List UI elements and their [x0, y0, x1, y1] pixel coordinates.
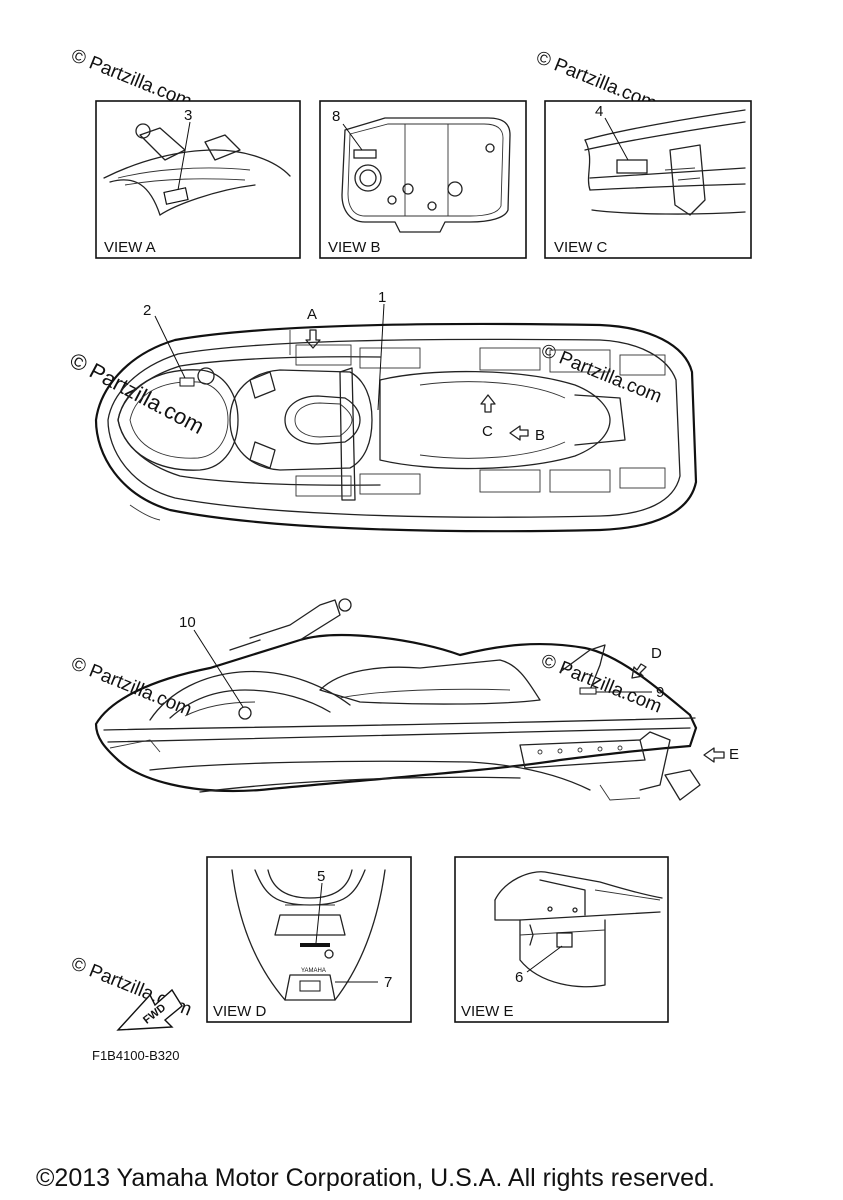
view-b-label: VIEW B	[328, 239, 381, 256]
callout-9: 9	[656, 684, 664, 701]
marker-c: C	[482, 423, 493, 440]
yamaha-badge: YAMAHA	[301, 968, 326, 974]
callout-1: 1	[378, 289, 386, 306]
callout-2: 2	[143, 302, 151, 319]
arrow-e-icon	[703, 747, 725, 763]
marker-a: A	[307, 306, 317, 323]
label-3-decal	[163, 187, 189, 205]
callout-6: 6	[515, 969, 523, 986]
callout-8: 8	[332, 108, 340, 125]
drawing-code: F1B4100-B320	[92, 1048, 179, 1063]
arrow-b-icon	[509, 425, 529, 441]
copyright-notice: ©2013 Yamaha Motor Corporation, U.S.A. A…	[36, 1164, 715, 1192]
label-6-decal	[556, 932, 573, 948]
watercraft-top-view: 2 1 A C B	[94, 289, 698, 533]
callout-5: 5	[317, 868, 325, 885]
arrow-c-icon	[480, 394, 496, 413]
label-2-decal	[179, 377, 195, 387]
watermark-dark: © Partzilla.com	[66, 347, 209, 439]
label-8-decal	[353, 149, 377, 159]
view-d-panel: YAMAHA 5 7 VIEW D	[206, 856, 412, 1023]
view-e-panel: 6 VIEW E	[454, 856, 669, 1023]
view-a-label: VIEW A	[104, 239, 156, 256]
view-b-panel: 8 VIEW B	[319, 100, 527, 259]
callout-10: 10	[179, 614, 196, 631]
label-9-decal	[579, 687, 597, 695]
callout-3: 3	[184, 107, 192, 124]
view-a-panel: 3 VIEW A	[95, 100, 301, 259]
arrow-a-icon	[305, 329, 321, 349]
watercraft-side-view: 10 9 D E	[94, 598, 739, 801]
view-c-label: VIEW C	[554, 239, 608, 256]
label-7-decal	[299, 980, 321, 992]
callout-7: 7	[384, 974, 392, 991]
callout-4: 4	[595, 103, 603, 120]
view-e-label: VIEW E	[461, 1003, 514, 1020]
marker-b: B	[535, 427, 545, 444]
label-4-decal	[616, 159, 648, 174]
watermark-4: © Partzilla.com	[68, 653, 195, 720]
view-c-panel: 4 VIEW C	[544, 100, 752, 259]
arrow-d-icon	[631, 663, 647, 679]
fwd-arrow-icon: FWD	[116, 988, 183, 1031]
marker-d: D	[651, 645, 662, 662]
marker-e: E	[729, 746, 739, 763]
view-d-label: VIEW D	[213, 1003, 267, 1020]
label-5-decal	[300, 943, 330, 947]
